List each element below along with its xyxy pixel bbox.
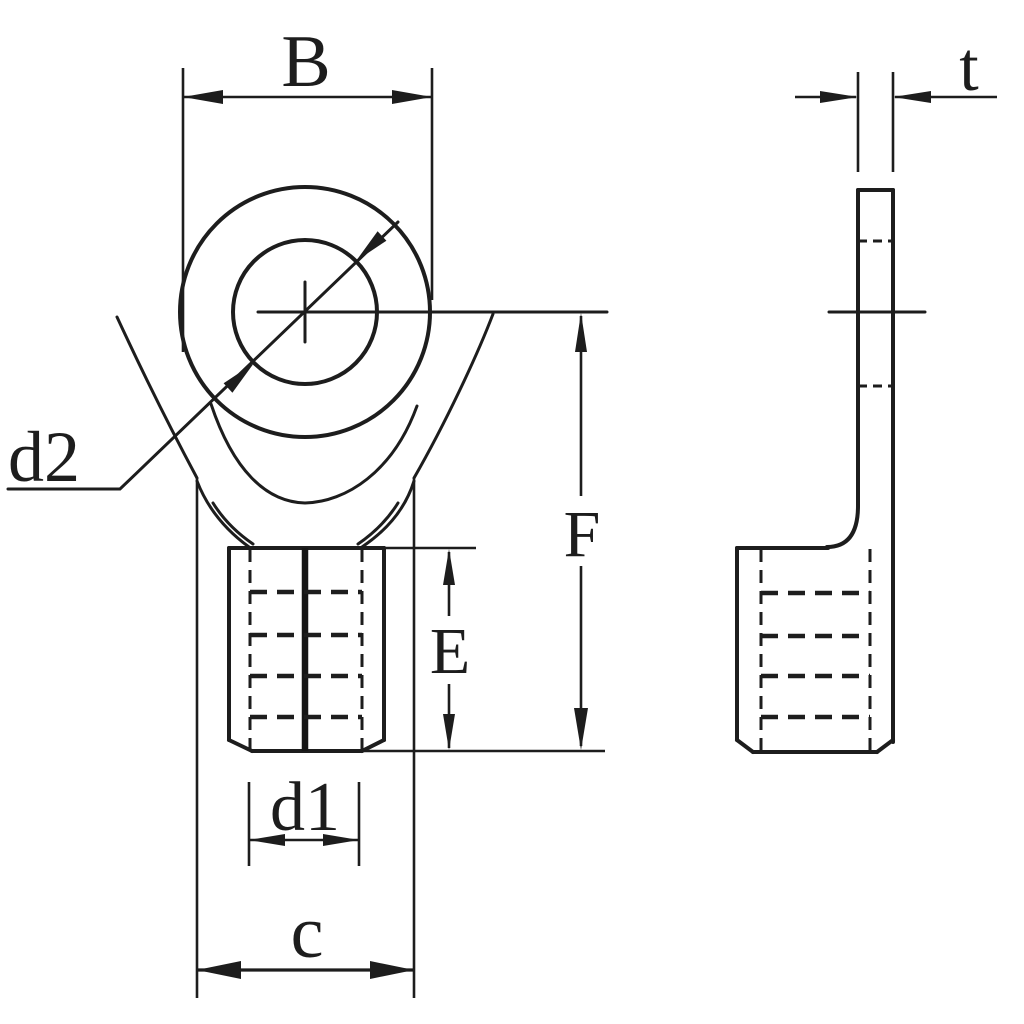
dimension-label-B: B bbox=[281, 21, 330, 103]
e-arrow-down-icon bbox=[443, 714, 455, 750]
taper-right-inner bbox=[356, 501, 400, 546]
d2-arrow-lower-icon bbox=[223, 363, 254, 393]
dimension-F: F bbox=[362, 313, 605, 753]
c-arrow-right-icon bbox=[370, 961, 414, 979]
tab-fillet bbox=[825, 504, 860, 549]
taper-left-outer bbox=[195, 479, 251, 549]
dimension-E: E bbox=[384, 546, 476, 750]
dimension-t: t bbox=[795, 29, 997, 172]
taper-left-inner bbox=[211, 501, 255, 546]
side-barrel-chamfer-right bbox=[875, 738, 895, 754]
f-arrow-up-icon bbox=[575, 313, 587, 352]
dimension-label-F: F bbox=[564, 498, 601, 571]
front-view bbox=[115, 185, 609, 753]
dimension-label-c: c bbox=[291, 892, 324, 974]
barrel-chamfer-right bbox=[360, 738, 386, 753]
t-arrow-left-icon bbox=[893, 91, 931, 103]
palm-arc-left bbox=[115, 315, 199, 480]
d1-arrow-right-icon bbox=[323, 834, 359, 846]
t-arrow-right-icon bbox=[820, 91, 858, 103]
palm-arc-bottom bbox=[209, 402, 419, 505]
dimension-d1: d1 bbox=[247, 769, 361, 866]
b-arrow-left-icon bbox=[183, 90, 223, 104]
taper-right-outer bbox=[360, 479, 416, 549]
dimension-c: c bbox=[195, 478, 416, 998]
b-arrow-right-icon bbox=[392, 90, 432, 104]
c-arrow-left-icon bbox=[197, 961, 241, 979]
d2-leader-line bbox=[6, 220, 400, 491]
dimension-B: B bbox=[181, 21, 434, 352]
side-view bbox=[735, 188, 927, 754]
barrel-chamfer-left bbox=[227, 738, 254, 753]
e-arrow-up-icon bbox=[443, 549, 455, 585]
dimension-label-E: E bbox=[430, 615, 470, 688]
dimension-label-t: t bbox=[959, 29, 979, 106]
side-barrel-chamfer-left bbox=[735, 738, 755, 754]
palm-arc-right bbox=[412, 312, 495, 480]
d2-arrow-upper-icon bbox=[356, 231, 387, 261]
dimension-label-d1: d1 bbox=[270, 769, 340, 846]
dimension-label-d2: d2 bbox=[8, 417, 80, 497]
f-arrow-down-icon bbox=[574, 708, 588, 750]
d1-arrow-left-icon bbox=[249, 834, 285, 846]
dimension-d2: d2 bbox=[6, 220, 400, 497]
